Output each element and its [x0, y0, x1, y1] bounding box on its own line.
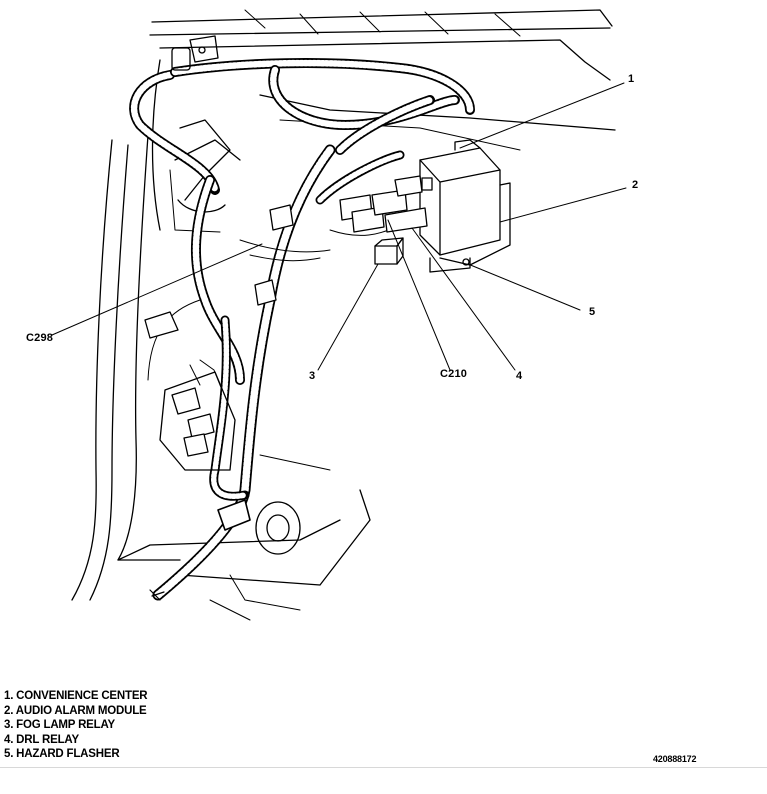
wiring-harness: [129, 58, 475, 601]
connector-label-c210: C210: [440, 368, 468, 380]
leader-lines: [51, 82, 627, 371]
harness-clamp-grommet: [149, 499, 301, 601]
left-connectors: [144, 204, 294, 339]
relay-array: [339, 175, 428, 265]
bottom-rule: [0, 767, 767, 768]
connector-label-c298: C298: [26, 332, 54, 344]
callout-2: 2: [632, 179, 639, 191]
harness-clip: [171, 35, 219, 71]
legend-item: 2. AUDIO ALARM MODULE: [4, 704, 147, 717]
legend-item: 3. FOG LAMP RELAY: [4, 719, 115, 732]
instrument-panel-outline: [149, 9, 616, 151]
legend-item: 1. CONVENIENCE CENTER: [4, 690, 148, 702]
callout-3: 3: [309, 370, 316, 382]
legend-item: 4. DRL RELAY: [4, 733, 79, 746]
legend-item: 5. HAZARD FLASHER: [4, 748, 120, 761]
wiring-harness-illustration: [51, 9, 627, 621]
callout-5: 5: [589, 306, 596, 318]
convenience-center: [419, 139, 511, 273]
lower-connector-cluster: [159, 359, 236, 471]
callout-4: 4: [516, 370, 523, 382]
component-legend: 1. CONVENIENCE CENTER 2. AUDIO ALARM MOD…: [4, 689, 148, 762]
callout-1: 1: [628, 73, 635, 85]
figure-code: 420888172: [653, 754, 697, 764]
